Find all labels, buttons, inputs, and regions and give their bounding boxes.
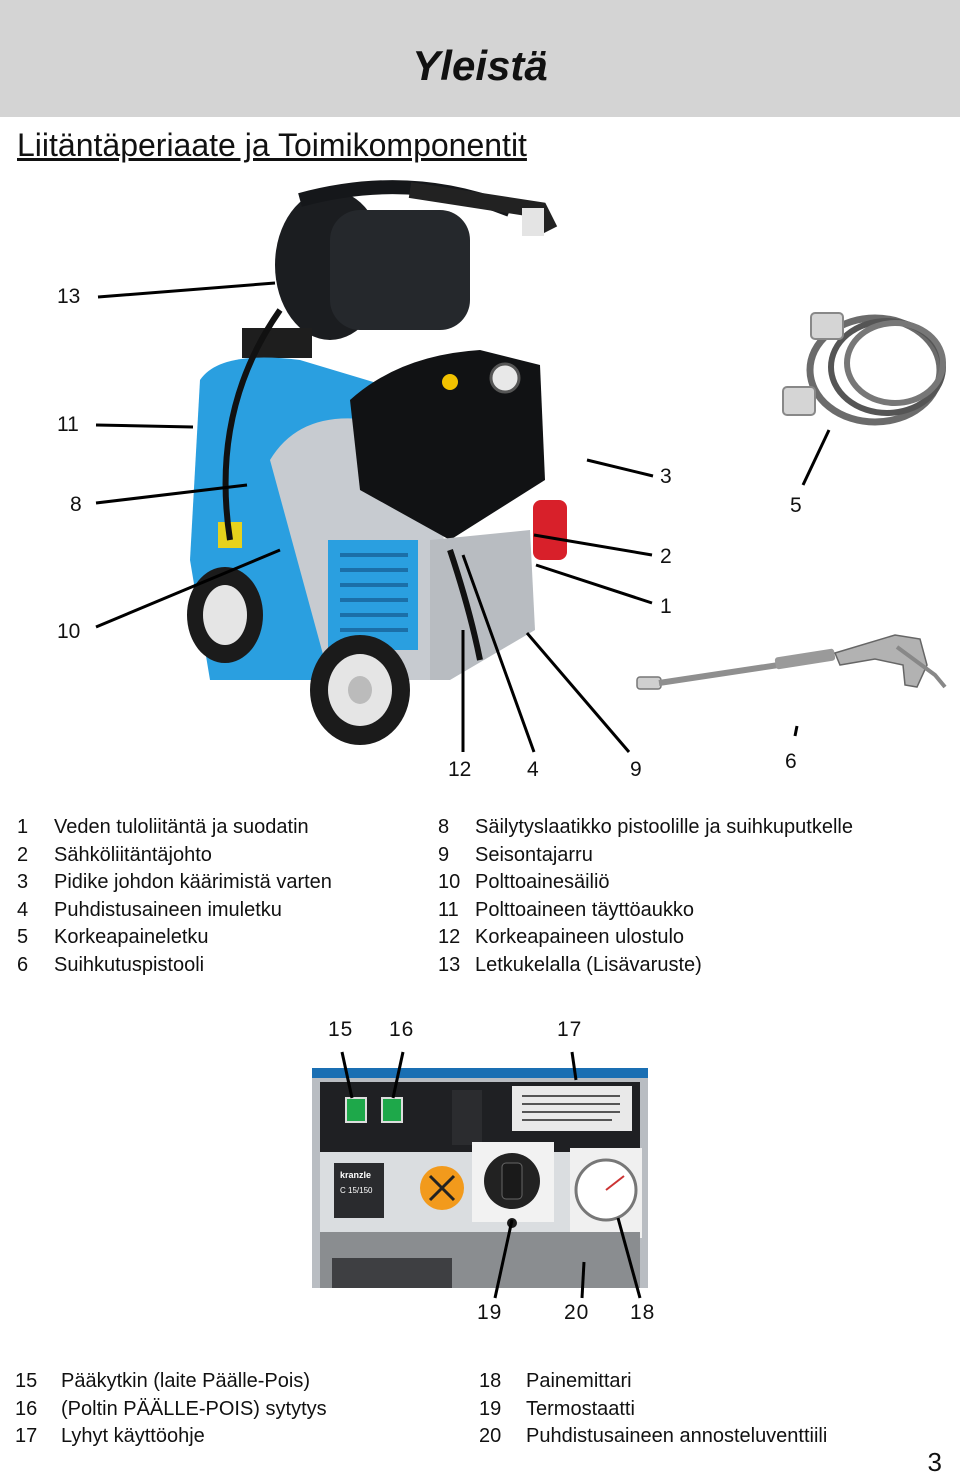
callout-19: 19 (477, 1301, 503, 1324)
callout-18: 18 (630, 1301, 656, 1324)
model-text: C 15/150 (340, 1186, 373, 1195)
callout-11: 11 (57, 413, 79, 436)
callout-10: 10 (57, 620, 81, 643)
panel-callout-lines (340, 1051, 642, 1299)
burner-housing (350, 350, 545, 540)
control-panel-photo: kranzle C 15/150 (312, 1068, 648, 1288)
main-switch (345, 1097, 367, 1123)
callout-3: 3 (660, 465, 672, 488)
power-plug (533, 500, 567, 560)
brand-text: kranzle (340, 1170, 371, 1180)
header-title: Yleistä (412, 42, 548, 89)
burner-switch (381, 1097, 403, 1123)
gauge-icon (489, 362, 521, 394)
callout-13: 13 (57, 285, 81, 308)
hose-reel-drum (330, 210, 470, 330)
callout-2: 2 (660, 545, 672, 568)
section-title: Liitäntäperiaate ja Toimikomponentit (17, 127, 527, 163)
callout-16: 16 (389, 1018, 415, 1041)
hose-coil-photo (782, 312, 946, 426)
legend-item: 16(Poltin PÄÄLLE-POIS) sytytys (15, 1397, 327, 1420)
page-header: Yleistä (0, 0, 960, 117)
callout-1: 1 (660, 595, 672, 618)
model-plate (334, 1163, 384, 1218)
callout-15: 15 (328, 1018, 354, 1041)
callout-5: 5 (790, 494, 802, 517)
callout-4: 4 (527, 758, 539, 781)
callout-20: 20 (564, 1301, 590, 1324)
callout-8: 8 (70, 493, 82, 516)
callout-12: 12 (448, 758, 472, 781)
callout-6: 6 (785, 750, 797, 773)
quick-guide-label (512, 1086, 632, 1131)
callout-leader-lines (95, 281, 831, 753)
callout-17: 17 (557, 1018, 583, 1041)
callout-9: 9 (630, 758, 642, 781)
page-number: 3 (927, 1447, 942, 1477)
spray-gun-photo (636, 634, 947, 690)
